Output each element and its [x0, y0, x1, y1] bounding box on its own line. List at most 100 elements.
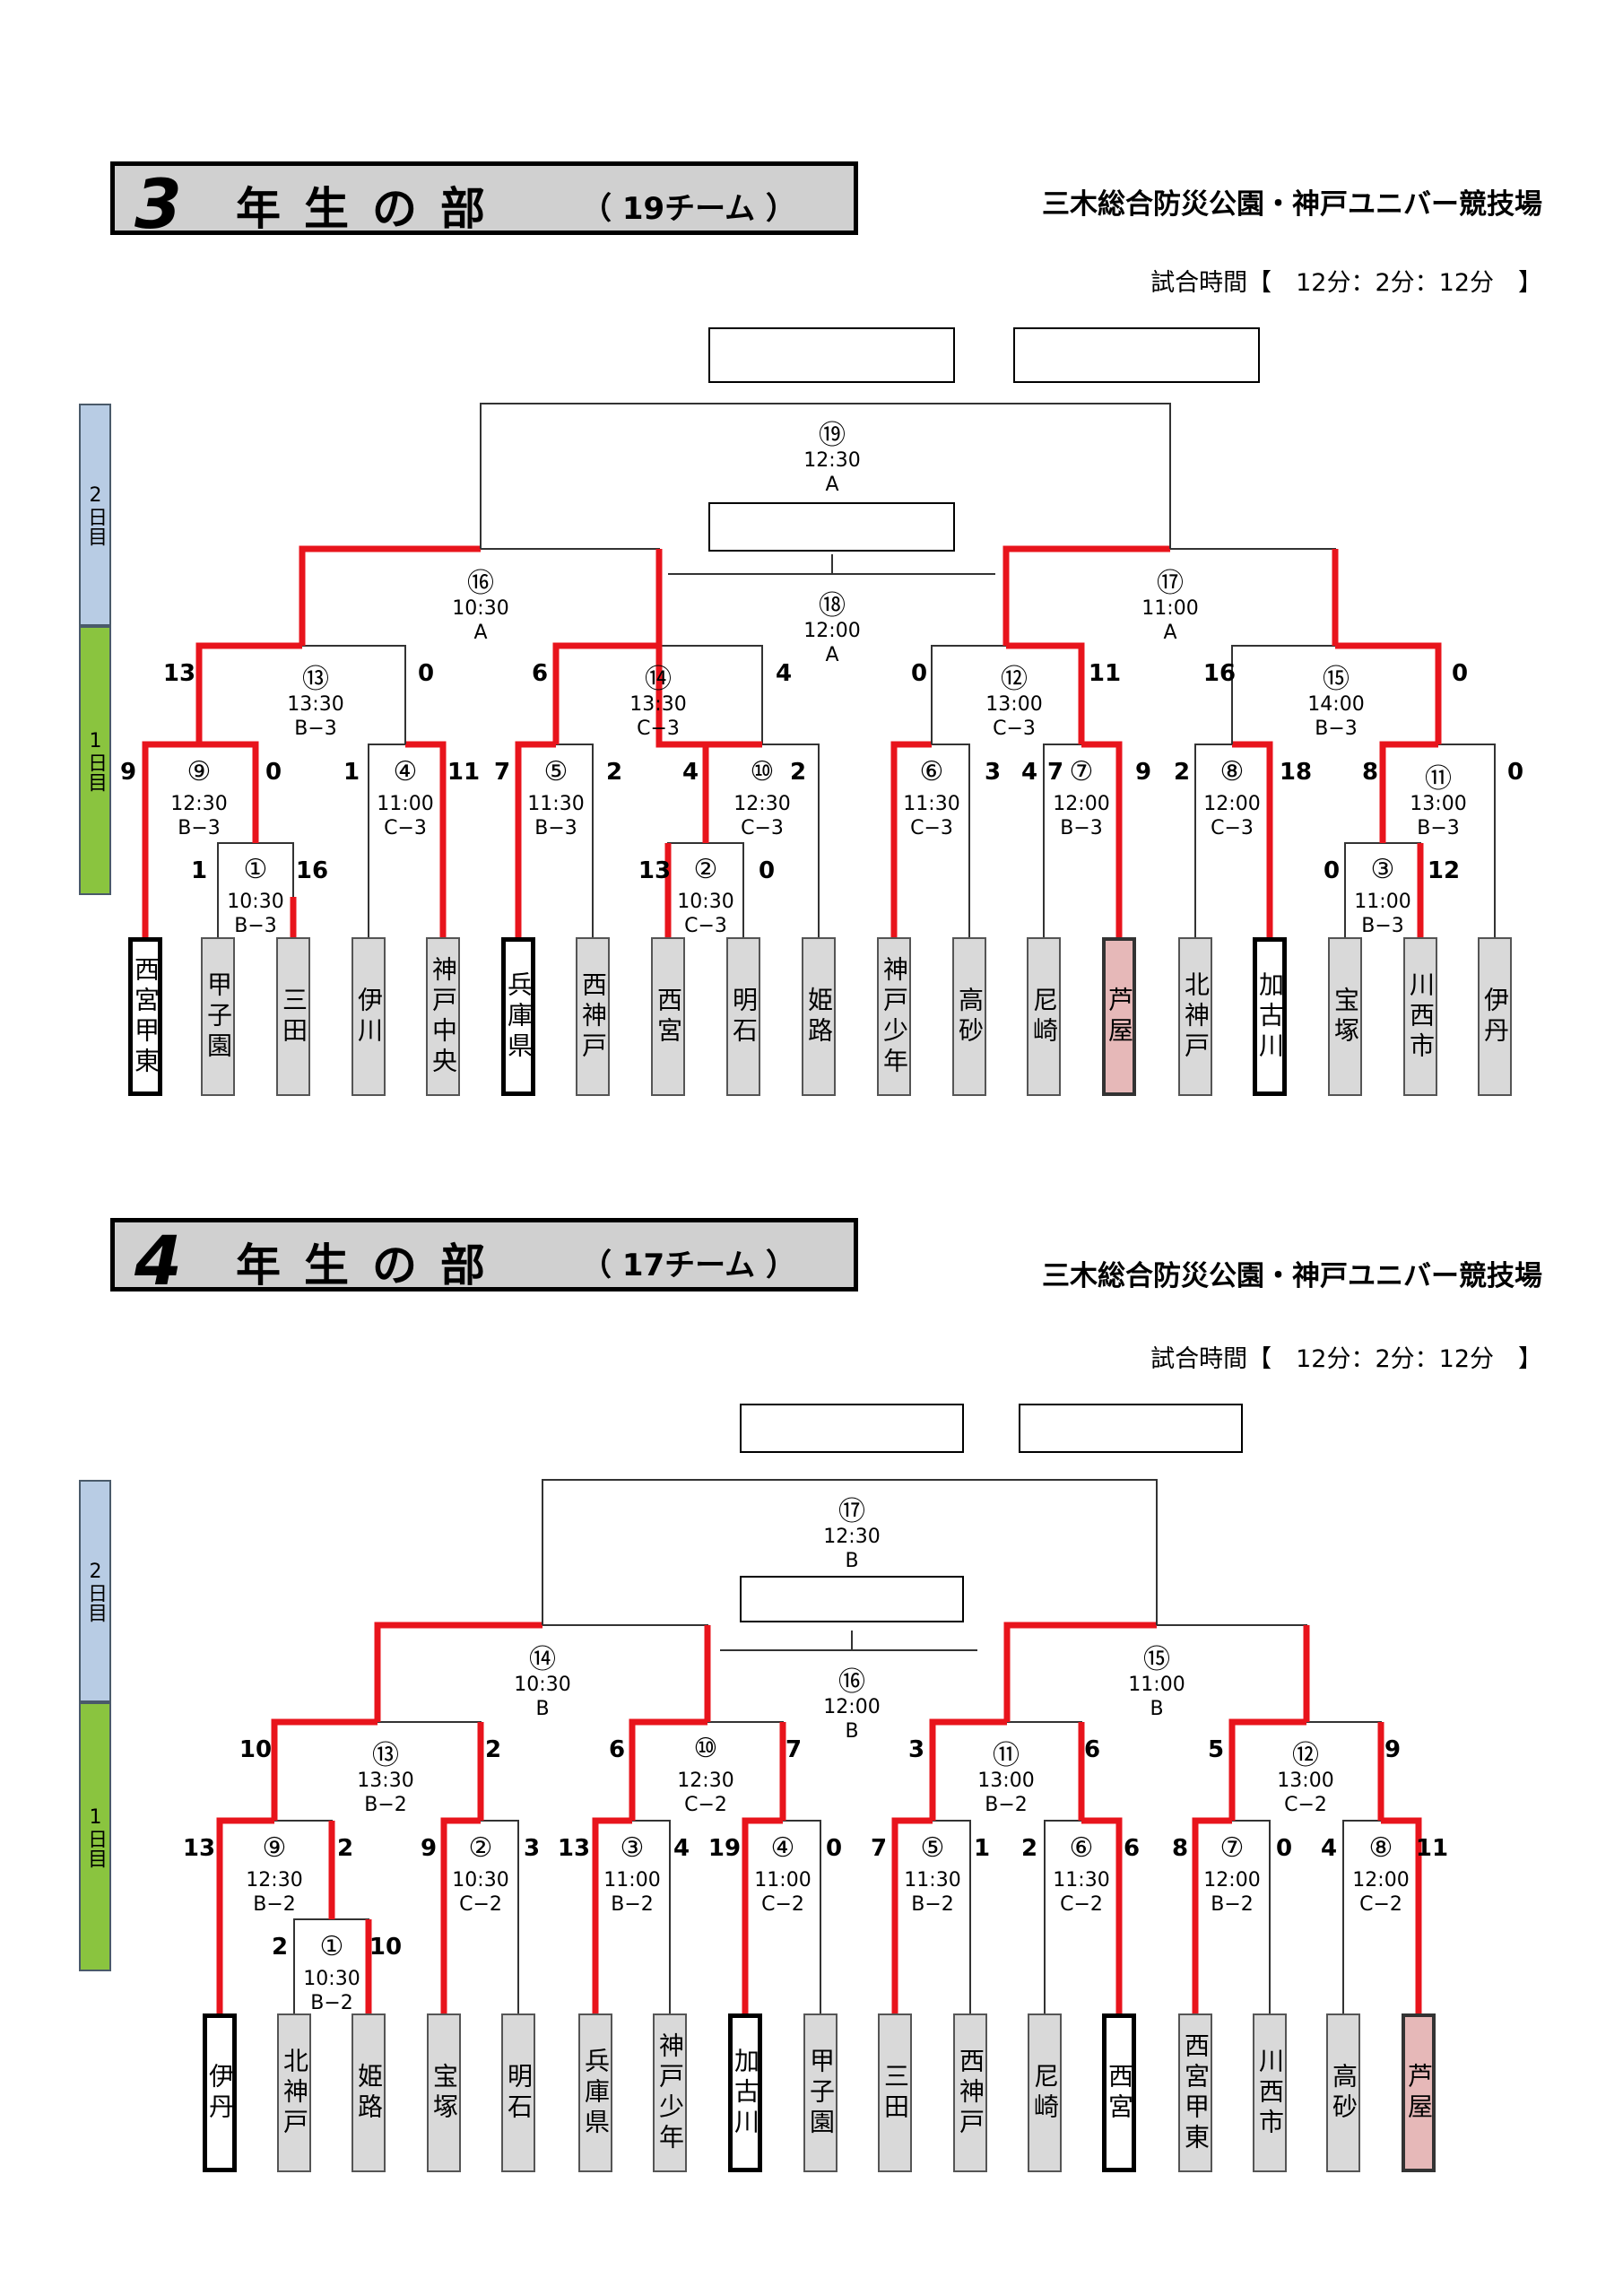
- match-court: B−2: [911, 1893, 954, 1916]
- team-box: 明石: [726, 937, 760, 1096]
- match-number: ⑥: [1069, 1832, 1094, 1864]
- match-court: C−2: [684, 1794, 727, 1816]
- match-time: 12:00: [1352, 1869, 1410, 1892]
- team-box: 尼崎: [1028, 2013, 1062, 2172]
- match-number: ⑤: [543, 756, 568, 787]
- team-box: 西神戸: [576, 937, 610, 1096]
- score-label: 6: [531, 660, 549, 687]
- match-court: B: [845, 1720, 859, 1743]
- score-label: 11: [447, 759, 481, 786]
- match-time: 10:30: [677, 891, 734, 913]
- score-label: 2: [789, 759, 807, 786]
- bracket-line: [1192, 1817, 1232, 2013]
- match-time: 14:00: [1307, 693, 1365, 716]
- section4-venue: 三木総合防災公園・神戸ユニバー競技場: [1042, 1260, 1542, 1292]
- team-box: 伊丹: [203, 2013, 237, 2172]
- score-label: 12: [1427, 857, 1461, 884]
- match-number: ②: [468, 1832, 493, 1864]
- match-court: B−3: [1060, 817, 1103, 839]
- match-time: 11:00: [1128, 1674, 1185, 1696]
- score-label: 7: [870, 1835, 888, 1862]
- score-label: 2: [1020, 1835, 1038, 1862]
- bracket-line: [891, 1817, 933, 2013]
- team-box: 高砂: [952, 937, 986, 1096]
- score-label: 0: [1506, 759, 1524, 786]
- match-time: 12:30: [170, 793, 228, 815]
- bracket-line: [195, 642, 302, 744]
- match-court: B: [535, 1698, 550, 1720]
- team-box: 兵庫県: [578, 2013, 612, 2172]
- team-box: 北神戸: [1178, 937, 1212, 1096]
- section3-day2-bar: 2日目: [79, 404, 111, 626]
- match-number: ①: [319, 1931, 344, 1962]
- match-number: ⑥: [919, 756, 944, 787]
- match-time: 11:00: [1141, 597, 1199, 620]
- match-time: 13:30: [629, 693, 687, 716]
- match-number: ④: [770, 1832, 795, 1864]
- match-number: ⑬: [372, 1740, 399, 1771]
- section4-day2-bar: 2日目: [79, 1480, 111, 1702]
- bracket-line: [1381, 1817, 1422, 2013]
- match-number: ④: [393, 756, 418, 787]
- score-label: 6: [1123, 1835, 1141, 1862]
- match-number: ⑭: [529, 1644, 556, 1675]
- score-label: 18: [1279, 759, 1313, 786]
- result-box: [740, 1404, 964, 1453]
- match-court: B−2: [253, 1893, 296, 1916]
- section3-title-box: 3 年生の部 （ 19チーム ）: [110, 161, 858, 244]
- match-number: ⑫: [1001, 664, 1028, 695]
- match-time: 13:00: [1410, 793, 1467, 815]
- match-time: 11:00: [754, 1869, 812, 1892]
- match-number: ⑨: [262, 1832, 287, 1864]
- team-box: 川西市: [1403, 937, 1437, 1096]
- match-number: ⑩: [693, 1733, 718, 1764]
- score-label: 0: [758, 857, 776, 884]
- bracket-line: [1335, 642, 1442, 744]
- match-number: ⑱: [819, 590, 846, 622]
- score-label: 4: [775, 660, 793, 687]
- bracket-line: [1228, 1718, 1306, 1821]
- bracket-line: [1232, 741, 1273, 937]
- match-court: B: [1150, 1698, 1164, 1720]
- match-time: 11:30: [903, 793, 960, 815]
- team-box: 姫路: [352, 2013, 386, 2172]
- bracket-line: [299, 545, 481, 646]
- bracket-line: [374, 1622, 542, 1722]
- score-label: 9: [119, 759, 137, 786]
- section4-grade-number: 4: [135, 1221, 182, 1300]
- match-time: 13:30: [287, 693, 344, 716]
- match-time: 12:30: [823, 1526, 881, 1548]
- score-label: 7: [785, 1736, 803, 1763]
- score-label: 13: [557, 1835, 591, 1862]
- match-number: ①: [243, 854, 268, 885]
- score-label: 2: [1173, 759, 1191, 786]
- match-number: ③: [1370, 854, 1395, 885]
- bracket-line: [216, 1817, 274, 2013]
- score-label: 1: [973, 1835, 991, 1862]
- match-time: 13:00: [977, 1770, 1035, 1792]
- match-number: ⑩: [750, 756, 775, 787]
- match-number: ⑦: [1219, 1832, 1245, 1864]
- match-number: ⑤: [920, 1832, 945, 1864]
- score-label: 3: [984, 759, 1002, 786]
- team-box: 宝塚: [427, 2013, 461, 2172]
- match-number: ⑯: [838, 1666, 865, 1698]
